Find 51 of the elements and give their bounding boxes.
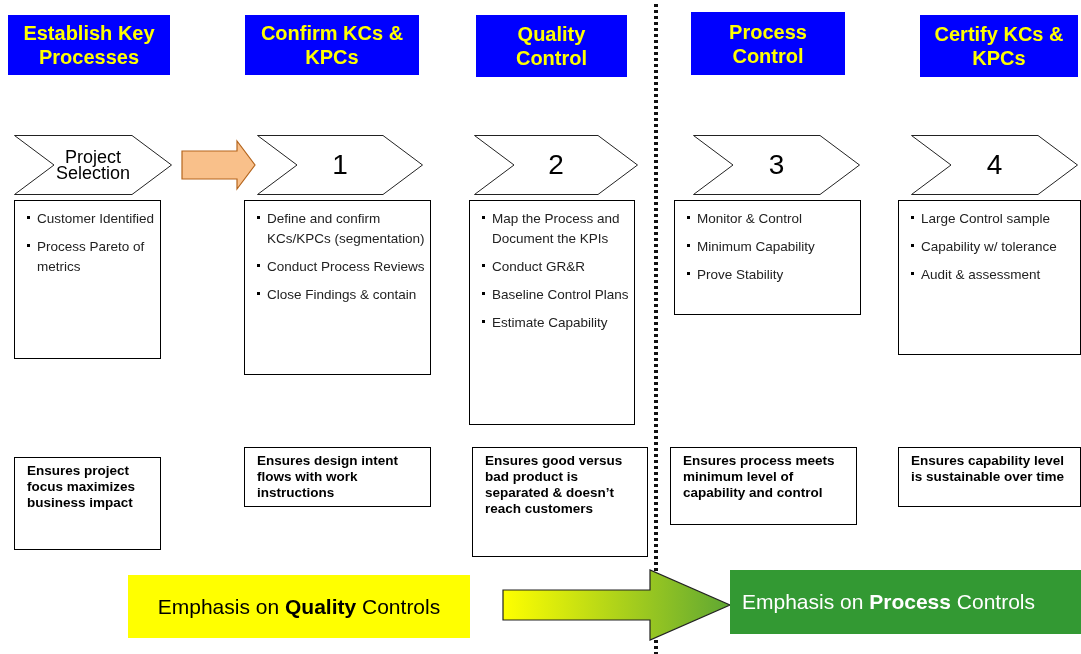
- note-text: Ensures capability level is sustainable over time: [911, 453, 1066, 485]
- note-box: [244, 447, 431, 507]
- bullet-list-box: [244, 200, 431, 375]
- note-box: [14, 457, 161, 550]
- block-arrow: [502, 569, 732, 641]
- header-title: Process Control: [728, 19, 808, 68]
- bullet-text: Process Pareto of metrics: [37, 238, 146, 276]
- note-box: [898, 447, 1081, 507]
- chevron-label: Project Selection: [54, 149, 132, 181]
- bullet-text: Close Findings & contain: [267, 286, 417, 304]
- bullet-text: Audit & assessment: [921, 266, 1041, 284]
- bullet-text: Conduct GR&R: [492, 258, 586, 276]
- bullet-text: Capability w/ tolerance: [921, 238, 1057, 256]
- header-title: Quality Control: [514, 22, 589, 70]
- bullet-text: Large Control sample: [921, 210, 1051, 228]
- chevron-label: 1: [332, 148, 348, 182]
- bullet-list-box: [898, 200, 1081, 355]
- note-text: Ensures good versus bad product is separated & doesn’t reach customers: [485, 453, 624, 517]
- bullet-list-box: [14, 200, 161, 359]
- header-box: [691, 12, 845, 75]
- bullet-text: Monitor & Control: [697, 210, 803, 228]
- bullet-text: Customer Identified: [37, 210, 155, 228]
- emphasis-banner: [730, 570, 1081, 634]
- emphasis-banner: [128, 575, 470, 638]
- header-box: [476, 15, 627, 77]
- header-title: Confirm KCs & KPCs: [259, 21, 405, 69]
- header-box: [245, 15, 419, 75]
- header-title: Establish Key Processes: [22, 21, 156, 69]
- header-box: [920, 15, 1078, 77]
- note-text: Ensures process meets minimum level of capability and control: [683, 453, 836, 501]
- bullet-text: Map the Process and Document the KPIs: [492, 210, 621, 248]
- bullet-list-box: [469, 200, 635, 425]
- chevron-label: 3: [768, 148, 785, 182]
- bullet-list-box: [674, 200, 861, 315]
- note-box: [670, 447, 857, 525]
- bullet-text: Conduct Process Reviews: [267, 258, 425, 276]
- banner-text: Emphasis on Process Controls: [742, 589, 1035, 616]
- note-box: [472, 447, 648, 557]
- header-title: Certify KCs & KPCs: [933, 22, 1065, 70]
- bullet-text: Minimum Capability: [697, 238, 815, 256]
- bullet-text: Estimate Capability: [492, 314, 608, 332]
- note-text: Ensures project focus maximizes business impact: [27, 463, 137, 511]
- bullet-text: Define and confirm KCs/KPCs (segmentation): [267, 210, 426, 248]
- note-text: Ensures design intent flows with work instructions: [257, 453, 400, 501]
- banner-text: Emphasis on Quality Controls: [157, 593, 441, 620]
- chevron-label: 2: [548, 148, 564, 182]
- bullet-text: Prove Stability: [697, 266, 784, 284]
- header-box: [8, 15, 170, 75]
- bullet-text: Baseline Control Plans: [492, 286, 629, 304]
- chevron-label: 4: [986, 148, 1003, 182]
- block-arrow: [181, 139, 256, 191]
